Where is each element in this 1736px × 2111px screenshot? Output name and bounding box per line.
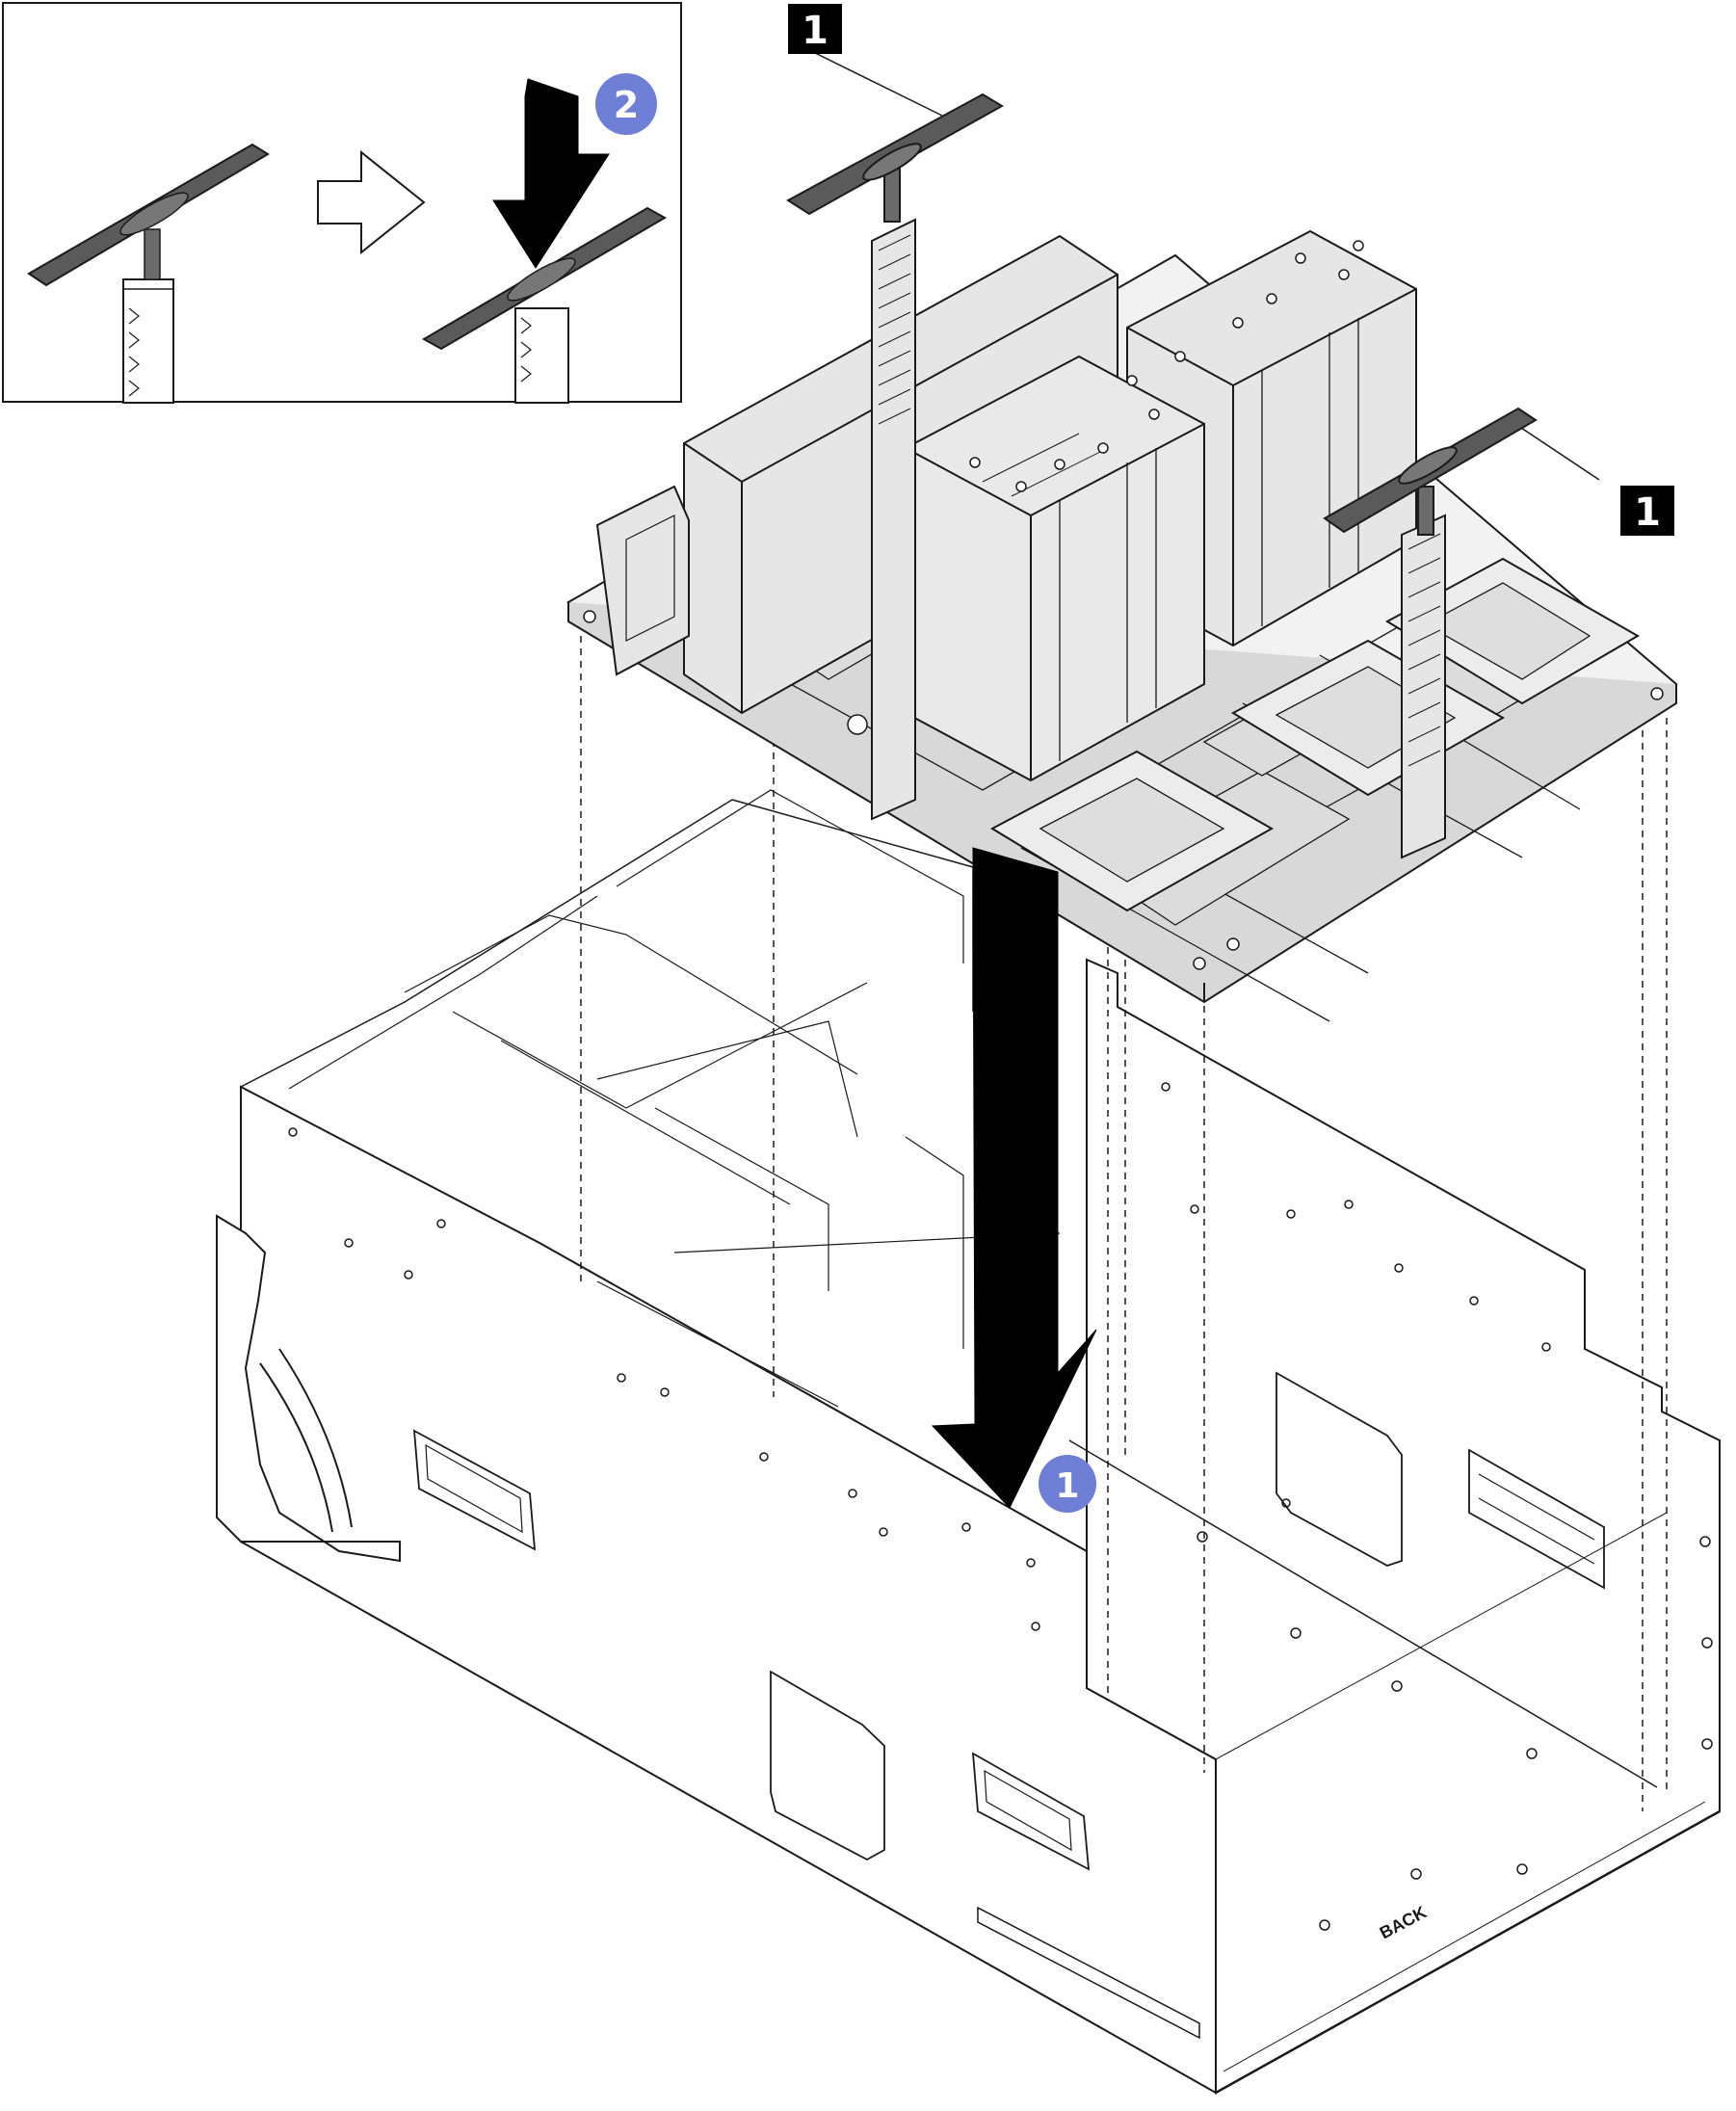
front-handle-grip bbox=[412, 1429, 537, 1551]
lift-handle-top bbox=[786, 92, 1004, 821]
step-two-label: 2 bbox=[614, 84, 639, 126]
step-one-label: 1 bbox=[1055, 1466, 1079, 1506]
inset-handle-raised bbox=[27, 143, 270, 404]
right-vent-cutout bbox=[1276, 1371, 1403, 1567]
left-vent-cutout bbox=[770, 1670, 885, 1861]
gpu-tray-assembly bbox=[566, 229, 1678, 1022]
handle-callout-top: 1 bbox=[788, 4, 943, 117]
left-handle-grip bbox=[971, 1752, 1091, 1871]
handle-callout-right-label: 1 bbox=[1634, 490, 1661, 535]
step-one-badge: 1 bbox=[1039, 1455, 1096, 1513]
inset-panel: 2 bbox=[2, 2, 682, 404]
chassis-left-panel bbox=[240, 1085, 1217, 2095]
down-arrow-icon bbox=[492, 78, 610, 269]
right-rear-handle bbox=[1468, 1448, 1605, 1590]
hollow-right-arrow-icon bbox=[317, 149, 426, 255]
handle-callout-right: 1 bbox=[1512, 421, 1674, 536]
alignment-guides bbox=[580, 636, 1668, 1811]
chassis-holes bbox=[288, 1082, 1713, 1931]
handle-callout-top-label: 1 bbox=[802, 9, 829, 53]
down-arrow-icon bbox=[931, 847, 1097, 1509]
server-chassis bbox=[216, 789, 1721, 2095]
inset-handle-pressed bbox=[421, 206, 668, 404]
chassis-front-bezel bbox=[216, 1214, 401, 1563]
step-two-badge: 2 bbox=[595, 73, 657, 135]
lift-handle-right bbox=[1323, 407, 1538, 859]
tray-holes bbox=[583, 240, 1664, 970]
